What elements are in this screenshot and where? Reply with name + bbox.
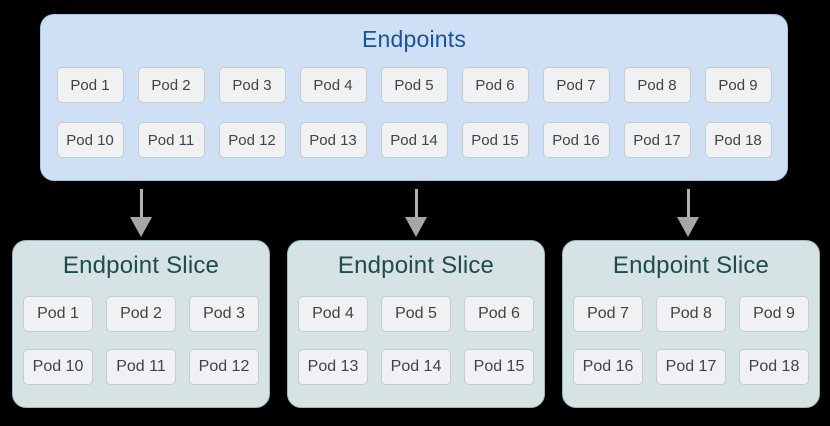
pod: Pod 2 <box>137 67 205 103</box>
pod: Pod 11 <box>137 122 205 158</box>
slice-title: Endpoint Slice <box>62 252 220 279</box>
pod: Pod 12 <box>189 349 259 385</box>
slice-1-pod-row-2: Pod 10 Pod 11 Pod 12 <box>13 349 269 385</box>
pod: Pod 3 <box>189 296 259 332</box>
pod: Pod 15 <box>461 122 529 158</box>
endpoint-slice-1: Endpoint Slice Pod 1 Pod 2 Pod 3 Pod 10 … <box>12 240 270 408</box>
endpoints-box: Endpoints Pod 1 Pod 2 Pod 3 Pod 4 Pod 5 … <box>40 14 788 181</box>
endpoints-pod-row-2: Pod 10 Pod 11 Pod 12 Pod 13 Pod 14 Pod 1… <box>41 122 787 158</box>
pod: Pod 8 <box>656 296 726 332</box>
endpoint-slices-row: Endpoint Slice Pod 1 Pod 2 Pod 3 Pod 10 … <box>12 240 820 408</box>
pod: Pod 14 <box>381 349 451 385</box>
pod: Pod 16 <box>573 349 643 385</box>
pod: Pod 13 <box>299 122 367 158</box>
pod: Pod 17 <box>623 122 691 158</box>
slice-title: Endpoint Slice <box>337 252 495 279</box>
slice-3-pod-row-2: Pod 16 Pod 17 Pod 18 <box>563 349 819 385</box>
down-arrow-icon <box>130 189 152 237</box>
pod: Pod 4 <box>298 296 368 332</box>
arrow-head <box>405 217 427 237</box>
pod: Pod 16 <box>542 122 610 158</box>
pod: Pod 9 <box>739 296 809 332</box>
pod: Pod 6 <box>464 296 534 332</box>
pod: Pod 10 <box>23 349 93 385</box>
endpoints-pod-row-1: Pod 1 Pod 2 Pod 3 Pod 4 Pod 5 Pod 6 Pod … <box>41 67 787 103</box>
pod: Pod 1 <box>56 67 124 103</box>
down-arrow-icon <box>405 189 427 237</box>
down-arrow-icon <box>677 189 699 237</box>
pod: Pod 11 <box>106 349 176 385</box>
slice-2-pod-row-1: Pod 4 Pod 5 Pod 6 <box>288 296 544 332</box>
pod: Pod 18 <box>739 349 809 385</box>
pod: Pod 5 <box>381 296 451 332</box>
pod: Pod 6 <box>461 67 529 103</box>
arrow-stem <box>414 189 418 217</box>
slice-3-pod-row-1: Pod 7 Pod 8 Pod 9 <box>563 296 819 332</box>
pod: Pod 7 <box>573 296 643 332</box>
endpoint-slice-2: Endpoint Slice Pod 4 Pod 5 Pod 6 Pod 13 … <box>287 240 545 408</box>
slice-2-pod-row-2: Pod 13 Pod 14 Pod 15 <box>288 349 544 385</box>
pod: Pod 15 <box>464 349 534 385</box>
arrow-head <box>677 217 699 237</box>
pod: Pod 12 <box>218 122 286 158</box>
pod: Pod 5 <box>380 67 448 103</box>
pod: Pod 17 <box>656 349 726 385</box>
slice-1-pod-row-1: Pod 1 Pod 2 Pod 3 <box>13 296 269 332</box>
pod: Pod 9 <box>704 67 772 103</box>
slice-title: Endpoint Slice <box>612 252 770 279</box>
pod: Pod 8 <box>623 67 691 103</box>
pod: Pod 3 <box>218 67 286 103</box>
endpoints-title: Endpoints <box>361 26 467 52</box>
arrow-stem <box>686 189 690 217</box>
pod: Pod 7 <box>542 67 610 103</box>
pod: Pod 14 <box>380 122 448 158</box>
pod: Pod 13 <box>298 349 368 385</box>
pod: Pod 1 <box>23 296 93 332</box>
pod: Pod 4 <box>299 67 367 103</box>
arrow-stem <box>139 189 143 217</box>
arrow-head <box>130 217 152 237</box>
pod: Pod 2 <box>106 296 176 332</box>
pod: Pod 18 <box>704 122 772 158</box>
pod: Pod 10 <box>56 122 124 158</box>
endpoint-slice-3: Endpoint Slice Pod 7 Pod 8 Pod 9 Pod 16 … <box>562 240 820 408</box>
